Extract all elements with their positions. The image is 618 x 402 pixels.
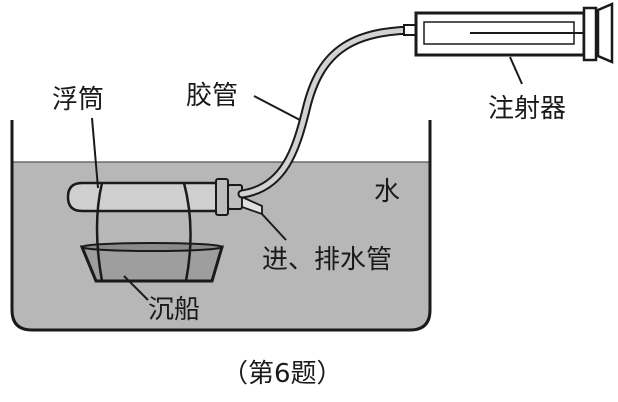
label-float-tube: 浮筒 <box>52 85 104 115</box>
leader-sunken-ship <box>123 275 149 301</box>
float-tube <box>66 181 224 213</box>
leader-rubber-hose <box>253 95 301 121</box>
label-inlet-outlet-pipe: 进、排水管 <box>262 245 392 275</box>
label-water: 水 <box>374 177 400 207</box>
rubber-hose <box>239 27 433 197</box>
label-syringe: 注射器 <box>488 94 566 124</box>
float-tube-cap <box>215 178 229 216</box>
leader-syringe <box>509 56 523 85</box>
strap-left <box>95 182 104 282</box>
strap-right <box>182 182 192 282</box>
label-sunken-ship: 沉船 <box>148 295 200 325</box>
water-tank <box>10 120 432 332</box>
sunken-ship <box>79 245 225 283</box>
label-rubber-hose: 胶管 <box>186 81 238 111</box>
figure-caption: （第6题） <box>222 359 343 389</box>
sunken-ship-rim <box>81 242 223 252</box>
leader-inlet-outlet-pipe <box>261 213 287 241</box>
syringe <box>403 2 614 64</box>
leader-float-tube <box>91 117 99 189</box>
